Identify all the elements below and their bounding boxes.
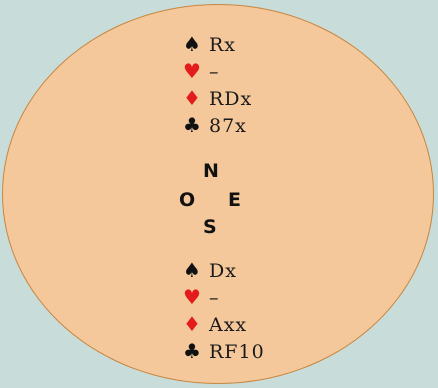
club-icon: ♣ xyxy=(183,113,202,137)
south-clubs-cards: RF10 xyxy=(209,341,265,363)
south-spades-line: ♠ Dx xyxy=(183,257,265,284)
north-hand: ♠ Rx ♥– ♦ RDx ♣ 87x xyxy=(183,31,252,139)
bridge-table xyxy=(2,4,434,384)
south-diamonds-line: ♦ Axx xyxy=(183,311,265,338)
north-spades-line: ♠ Rx xyxy=(183,31,252,58)
south-spades-cards: Dx xyxy=(209,260,237,282)
compass-south: S xyxy=(203,216,217,238)
north-diamonds-cards: RDx xyxy=(209,88,253,110)
south-diamonds-cards: Axx xyxy=(209,314,248,336)
north-clubs-cards: 87x xyxy=(209,115,247,137)
north-hearts-line: ♥– xyxy=(183,58,252,85)
spade-icon: ♠ xyxy=(183,32,202,56)
diamond-icon: ♦ xyxy=(183,312,202,336)
north-hearts-cards: – xyxy=(209,61,220,83)
heart-icon: ♥ xyxy=(183,285,202,309)
spade-icon: ♠ xyxy=(183,258,202,282)
north-clubs-line: ♣ 87x xyxy=(183,112,252,139)
compass-east: E xyxy=(228,189,241,211)
south-hand: ♠ Dx ♥– ♦ Axx ♣ RF10 xyxy=(183,257,265,365)
heart-icon: ♥ xyxy=(183,59,202,83)
south-hearts-line: ♥– xyxy=(183,284,265,311)
compass-north: N xyxy=(203,160,219,182)
north-diamonds-line: ♦ RDx xyxy=(183,85,252,112)
compass-west: O xyxy=(179,189,196,211)
diamond-icon: ♦ xyxy=(183,86,202,110)
club-icon: ♣ xyxy=(183,339,202,363)
north-spades-cards: Rx xyxy=(209,34,237,56)
south-clubs-line: ♣ RF10 xyxy=(183,338,265,365)
south-hearts-cards: – xyxy=(209,287,220,309)
